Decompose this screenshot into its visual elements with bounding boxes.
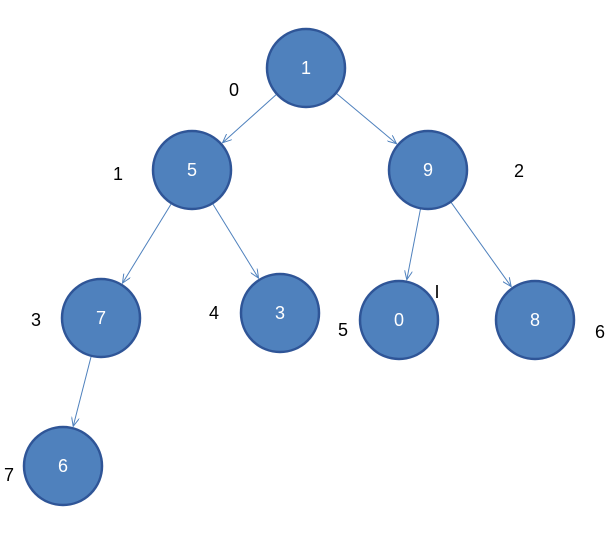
nodes-layer: 1 5 9 7 3 0 8 6 [22,27,576,507]
edge-n1-to-n3 [123,202,173,283]
node-value-label: 8 [530,310,540,330]
node-circle [265,27,347,109]
node-index-label: 5 [338,320,348,340]
edges-layer [73,92,512,427]
node-circle [239,272,321,354]
tree-node-n3: 7 [60,277,142,359]
tree-node-n1: 5 [151,129,233,211]
node-index-label: 1 [113,164,123,184]
node-value-label: 7 [96,308,106,328]
node-circle [494,279,576,361]
node-circle [22,425,104,507]
tree-node-n2: 9 [387,129,469,211]
node-value-label: 0 [394,310,404,330]
edge-n2-to-n5 [407,208,422,279]
node-index-label: 6 [595,322,605,342]
stray-mark-text: I [434,282,439,302]
tree-node-n7: 6 [22,425,104,507]
tree-node-n5: 0 [358,279,440,361]
tree-node-n6: 8 [494,279,576,361]
node-value-label: 9 [423,160,433,180]
node-value-label: 3 [275,303,285,323]
edge-n3-to-n7 [73,355,92,427]
node-value-label: 5 [187,160,197,180]
edge-n0-to-n1 [223,93,278,143]
tree-node-n0: 1 [265,27,347,109]
edge-n0-to-n2 [335,92,397,144]
node-circle [151,129,233,211]
node-value-label: 1 [301,58,311,78]
edge-n2-to-n6 [450,201,512,287]
node-circle [358,279,440,361]
edge-n1-to-n4 [211,202,258,278]
node-index-label: 7 [4,465,14,485]
node-circle [387,129,469,211]
node-index-label: 2 [514,161,524,181]
node-value-label: 6 [58,456,68,476]
node-circle [60,277,142,359]
node-index-label: 3 [31,310,41,330]
tree-node-n4: 3 [239,272,321,354]
node-index-label: 4 [209,303,219,323]
node-index-label: 0 [229,80,239,100]
index-layer: 0 1 2 3 4 5 6 7 [4,80,605,485]
